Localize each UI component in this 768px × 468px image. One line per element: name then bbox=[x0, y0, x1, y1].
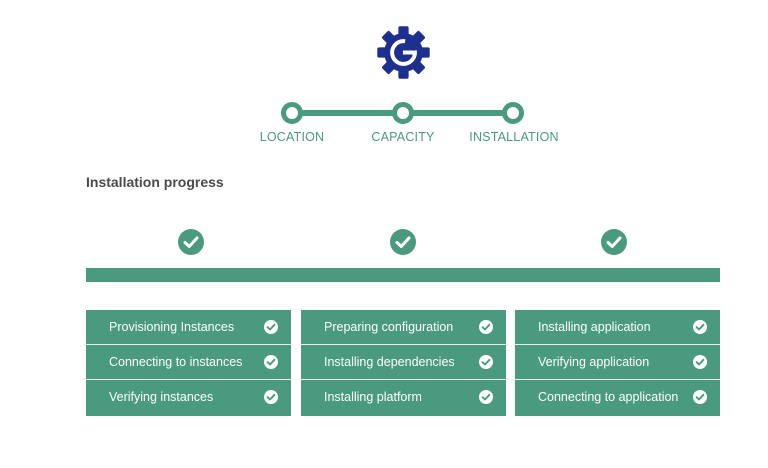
step-dot-location[interactable] bbox=[281, 102, 303, 124]
check-circle-icon bbox=[264, 355, 278, 369]
task-row: Installing dependencies bbox=[301, 345, 506, 380]
task-label: Preparing configuration bbox=[324, 320, 454, 334]
task-column-provisioning: Provisioning Instances Connecting to ins… bbox=[86, 310, 291, 416]
check-circle-icon bbox=[264, 390, 278, 404]
task-row: Provisioning Instances bbox=[86, 310, 291, 345]
step-label-capacity[interactable]: CAPACITY bbox=[371, 130, 435, 144]
task-label: Verifying instances bbox=[109, 390, 214, 404]
task-label: Connecting to application bbox=[538, 390, 679, 404]
progress-bar bbox=[86, 268, 720, 282]
step-label-installation[interactable]: INSTALLATION bbox=[469, 130, 559, 144]
task-row: Preparing configuration bbox=[301, 310, 506, 345]
check-circle-icon bbox=[264, 320, 278, 334]
check-circle-icon bbox=[390, 229, 416, 255]
step-dot-installation[interactable] bbox=[502, 102, 524, 124]
check-circle-icon bbox=[693, 320, 707, 334]
task-column-application: Installing application Verifying applica… bbox=[515, 310, 720, 416]
check-circle-icon bbox=[601, 229, 627, 255]
step-dot-capacity[interactable] bbox=[392, 102, 414, 124]
task-label: Installing dependencies bbox=[324, 355, 455, 369]
task-label: Installing application bbox=[538, 320, 651, 334]
task-row: Installing application bbox=[515, 310, 720, 345]
task-label: Verifying application bbox=[538, 355, 650, 369]
step-label-location[interactable]: LOCATION bbox=[259, 130, 325, 144]
task-row: Installing platform bbox=[301, 380, 506, 416]
task-column-platform: Preparing configuration Installing depen… bbox=[301, 310, 506, 416]
progress-fill bbox=[86, 268, 720, 282]
task-label: Installing platform bbox=[324, 390, 422, 404]
task-row: Verifying instances bbox=[86, 380, 291, 416]
check-circle-icon bbox=[693, 390, 707, 404]
task-label: Provisioning Instances bbox=[109, 320, 235, 334]
check-circle-icon bbox=[479, 390, 493, 404]
task-label: Connecting to instances bbox=[109, 355, 243, 369]
page-title: Installation progress bbox=[86, 174, 224, 190]
check-circle-icon bbox=[479, 355, 493, 369]
gear-g-icon bbox=[377, 26, 430, 79]
check-circle-icon bbox=[479, 320, 493, 334]
task-row: Connecting to instances bbox=[86, 345, 291, 380]
check-circle-icon bbox=[178, 229, 204, 255]
check-circle-icon bbox=[693, 355, 707, 369]
task-row: Verifying application bbox=[515, 345, 720, 380]
task-row: Connecting to application bbox=[515, 380, 720, 416]
